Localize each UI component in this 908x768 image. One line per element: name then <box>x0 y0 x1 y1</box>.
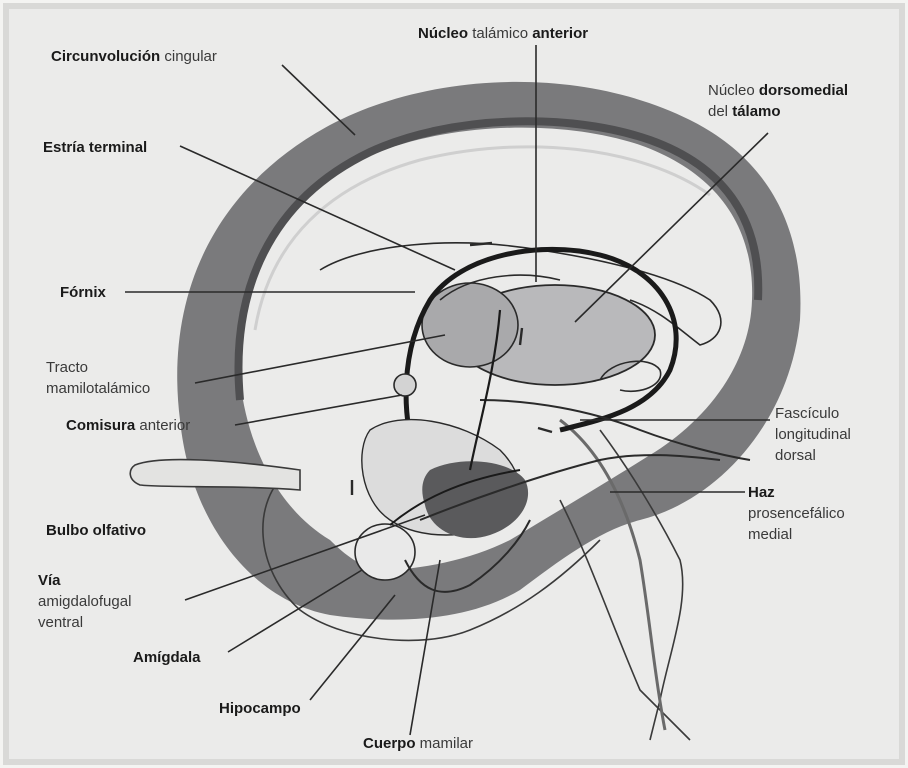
label-mammillary-body: Cuerpo mamilar <box>363 735 473 752</box>
anterior-commissure <box>394 374 416 396</box>
label-anterior-thalamic-nucleus: Núcleo talámico anterior <box>418 25 588 42</box>
label-medial-forebrain-line3: medial <box>748 526 792 543</box>
label-cingulate-gyrus: Circunvolución cingular <box>51 48 217 65</box>
label-medial-forebrain-line1: Haz <box>748 484 775 501</box>
label-anterior-commissure: Comisura anterior <box>66 417 190 434</box>
label-stria-terminalis: Estría terminal <box>43 139 147 156</box>
label-fasciculus-line3: dorsal <box>775 447 816 464</box>
anterior-nucleus <box>422 283 518 367</box>
label-dorsomedial-nucleus-line2: del tálamo <box>708 103 781 120</box>
label-mammillothalamic-line1: Tracto <box>46 359 88 376</box>
label-ventral-path-line1: Vía <box>38 572 61 589</box>
amygdala-shape <box>355 524 415 580</box>
label-ventral-path-line2: amigdalofugal <box>38 593 131 610</box>
label-olfactory-bulb: Bulbo olfativo <box>46 522 146 539</box>
label-fasciculus-line1: Fascículo <box>775 405 839 422</box>
label-amygdala: Amígdala <box>133 649 201 666</box>
label-hippocampus: Hipocampo <box>219 700 301 717</box>
label-fasciculus-line2: longitudinal <box>775 426 851 443</box>
label-ventral-path-line3: ventral <box>38 614 83 631</box>
label-dorsomedial-nucleus-line1: Núcleo dorsomedial <box>708 82 848 99</box>
label-fornix: Fórnix <box>60 284 106 301</box>
label-medial-forebrain-line2: prosencefálico <box>748 505 845 522</box>
label-mammillothalamic-line2: mamilotalámico <box>46 380 150 397</box>
